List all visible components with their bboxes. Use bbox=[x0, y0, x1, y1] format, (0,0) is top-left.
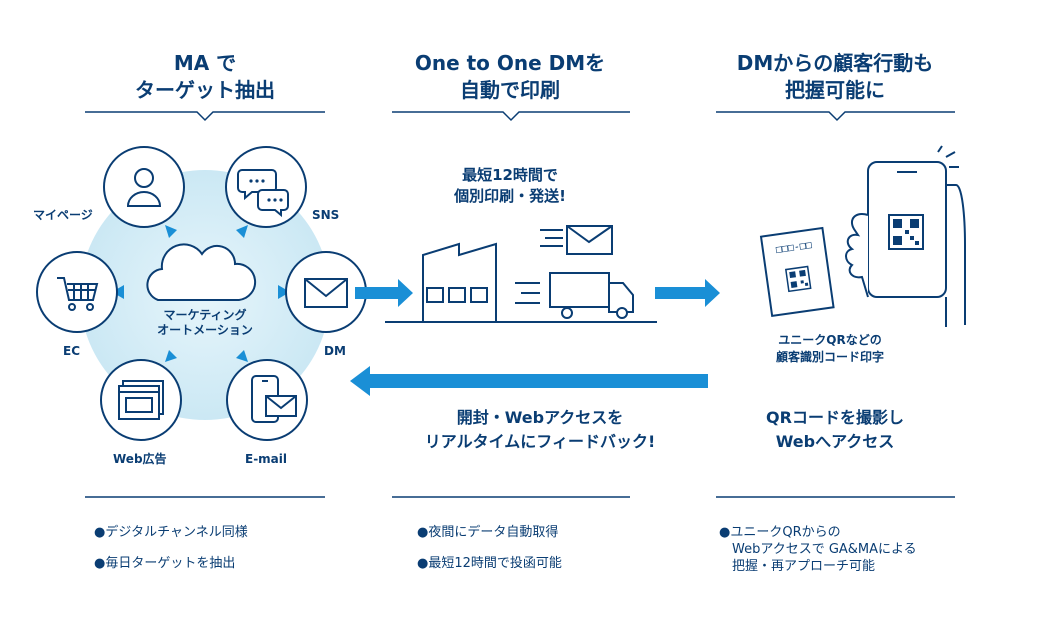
channel-label-mypage: マイページ bbox=[33, 208, 93, 222]
browser-ad-icon bbox=[118, 380, 164, 420]
cycle-arrows bbox=[112, 225, 290, 362]
title-divider-tracking bbox=[716, 111, 955, 122]
title-divider-print bbox=[392, 111, 630, 122]
envelope-icon bbox=[304, 278, 348, 308]
person-icon bbox=[126, 168, 162, 207]
truck-icon bbox=[515, 272, 634, 319]
flying-mail-icon bbox=[540, 225, 613, 255]
column-title-tracking: DMからの顧客行動も 把握可能に bbox=[736, 51, 934, 102]
dm-card-icon: □□□-□□ bbox=[759, 226, 835, 318]
svg-text:□□□-□□: □□□-□□ bbox=[775, 240, 812, 256]
arrow-dm-to-print bbox=[355, 279, 413, 307]
arrow-feedback bbox=[350, 366, 708, 396]
chat-bubbles-icon bbox=[237, 169, 289, 218]
column-title-ma: MA で ターゲット抽出 bbox=[135, 51, 275, 102]
feedback-text: 開封・Webアクセスを リアルタイムにフィードバック! bbox=[424, 408, 656, 451]
arrow-print-to-tracking bbox=[655, 279, 720, 307]
smartphone-qr-icon bbox=[845, 145, 966, 327]
column-title-print: One to One DMを 自動で印刷 bbox=[414, 51, 606, 102]
cloud-icon bbox=[146, 243, 257, 301]
channel-label-sns: SNS bbox=[312, 208, 340, 222]
scan-text: QRコードを撮影し Webへアクセス bbox=[766, 408, 904, 451]
channel-label-dm: DM bbox=[324, 344, 346, 358]
bullet-ma-1: ●デジタルチャンネル同様 bbox=[94, 525, 248, 540]
channel-label-web-ad: Web広告 bbox=[113, 452, 167, 466]
print-caption: 最短12時間で 個別印刷・発送! bbox=[454, 166, 566, 205]
ma-center-label: マーケティング オートメーション bbox=[157, 308, 253, 337]
bullet-tracking-1: ●ユニークQRからの Webアクセスで GA&MAによる 把握・再アプローチ可能 bbox=[719, 525, 917, 574]
qr-caption: ユニークQRなどの 顧客識別コード印字 bbox=[775, 333, 884, 364]
bullet-print-2: ●最短12時間で投函可能 bbox=[417, 556, 562, 571]
cart-icon bbox=[57, 277, 99, 311]
channel-circle-ec bbox=[36, 251, 118, 333]
channel-label-email: E-mail bbox=[245, 452, 288, 466]
bullet-print-1: ●夜間にデータ自動取得 bbox=[417, 525, 559, 540]
factory-icon bbox=[422, 242, 497, 322]
title-divider-ma bbox=[85, 111, 325, 122]
phone-mail-icon bbox=[251, 375, 297, 423]
channel-label-ec: EC bbox=[63, 344, 81, 358]
bullet-ma-2: ●毎日ターゲットを抽出 bbox=[94, 556, 236, 571]
